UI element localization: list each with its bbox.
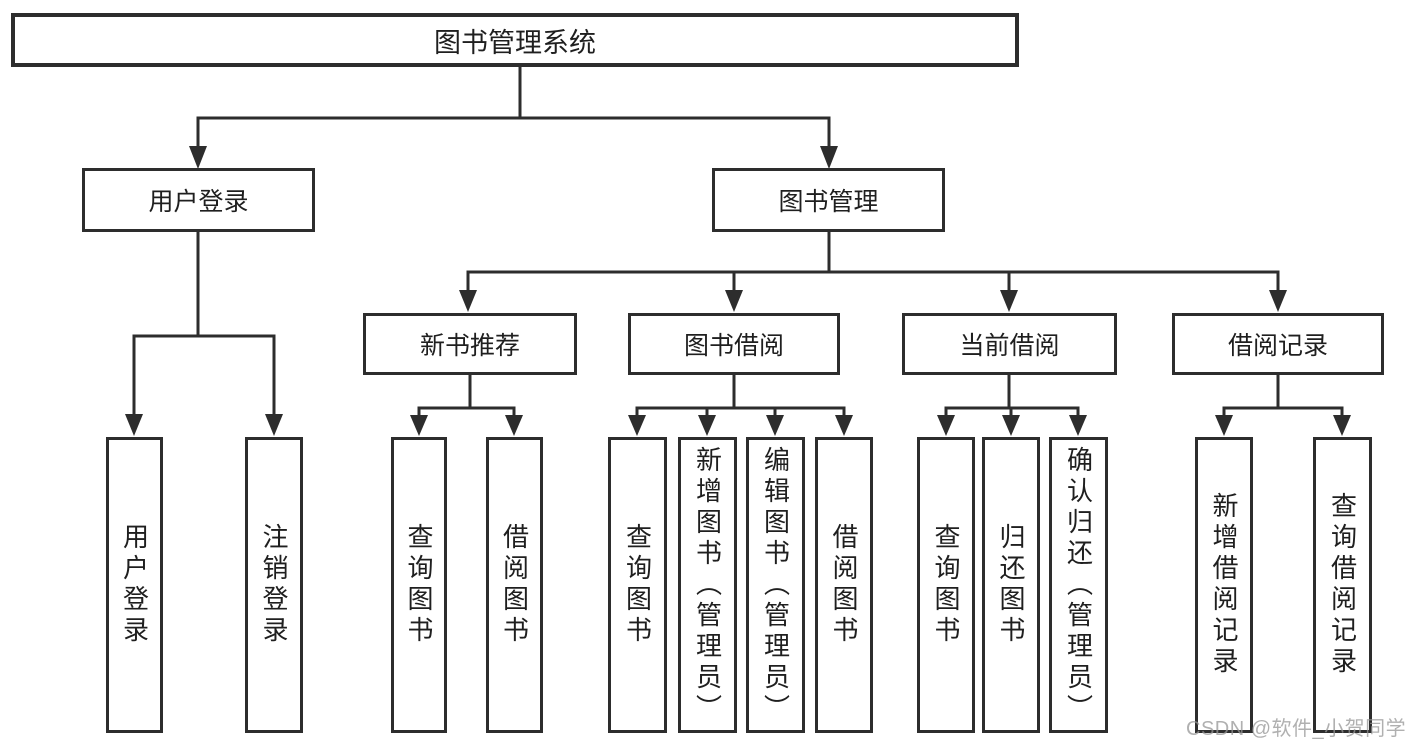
leaf-newbook-borrow-label: 借阅图书 [499, 523, 530, 647]
leaf-borrow-query: 查询图书 [608, 437, 667, 733]
node-user-login-label: 用户登录 [148, 188, 249, 216]
connector-book-mgmt-level3 [459, 232, 1287, 312]
node-user-login: 用户登录 [82, 168, 315, 232]
leaf-current-return: 归还图书 [982, 437, 1040, 733]
leaf-record-query-label: 查询借阅记录 [1327, 492, 1358, 678]
leaf-borrow-add-admin: 新增图书（管理员） [678, 437, 737, 733]
node-current-borrow-label: 当前借阅 [959, 332, 1060, 360]
node-root: 图书管理系统 [11, 13, 1019, 67]
leaf-current-query-label: 查询图书 [931, 523, 961, 647]
leaf-logout: 注销登录 [245, 437, 303, 733]
leaf-current-query: 查询图书 [917, 437, 975, 733]
leaf-borrow-borrow: 借阅图书 [815, 437, 873, 733]
leaf-newbook-borrow: 借阅图书 [486, 437, 543, 733]
leaf-logout-label: 注销登录 [259, 523, 289, 647]
leaf-borrow-add-admin-label: 新增图书（管理员） [692, 445, 723, 725]
leaf-current-return-label: 归还图书 [996, 523, 1026, 647]
csdn-watermark: CSDN @软件_小贺同学 [1186, 718, 1405, 740]
node-book-management-label: 图书管理 [778, 188, 879, 216]
connector-root-to-level2 [189, 65, 838, 169]
node-root-label: 图书管理系统 [434, 27, 596, 58]
node-current-borrow: 当前借阅 [902, 313, 1117, 375]
node-new-book-recommend: 新书推荐 [363, 313, 577, 375]
node-book-borrow: 图书借阅 [628, 313, 840, 375]
node-new-book-recommend-label: 新书推荐 [419, 332, 520, 360]
leaf-newbook-query: 查询图书 [391, 437, 447, 733]
node-book-borrow-label: 图书借阅 [683, 332, 784, 360]
connector-book-borrow-children [628, 375, 853, 436]
connector-user-login-children [125, 232, 283, 436]
leaf-record-query: 查询借阅记录 [1313, 437, 1372, 733]
node-borrow-record-label: 借阅记录 [1227, 332, 1328, 360]
leaf-user-login: 用户登录 [106, 437, 163, 733]
leaf-current-confirm-admin: 确认归还（管理员） [1049, 437, 1108, 733]
leaf-borrow-edit-admin-label: 编辑图书（管理员） [760, 445, 791, 725]
connector-borrow-record-children [1215, 375, 1351, 436]
leaf-borrow-query-label: 查询图书 [622, 523, 653, 647]
leaf-current-confirm-admin-label: 确认归还（管理员） [1063, 445, 1094, 725]
connector-new-book-children [410, 375, 523, 436]
leaf-borrow-edit-admin: 编辑图书（管理员） [746, 437, 805, 733]
leaf-record-add: 新增借阅记录 [1195, 437, 1253, 733]
leaf-borrow-borrow-label: 借阅图书 [829, 523, 859, 647]
leaf-newbook-query-label: 查询图书 [404, 523, 434, 647]
node-borrow-record: 借阅记录 [1172, 313, 1384, 375]
connector-current-borrow-children [937, 375, 1087, 436]
leaf-user-login-label: 用户登录 [119, 523, 150, 647]
leaf-record-add-label: 新增借阅记录 [1209, 492, 1239, 678]
node-book-management: 图书管理 [712, 168, 945, 232]
